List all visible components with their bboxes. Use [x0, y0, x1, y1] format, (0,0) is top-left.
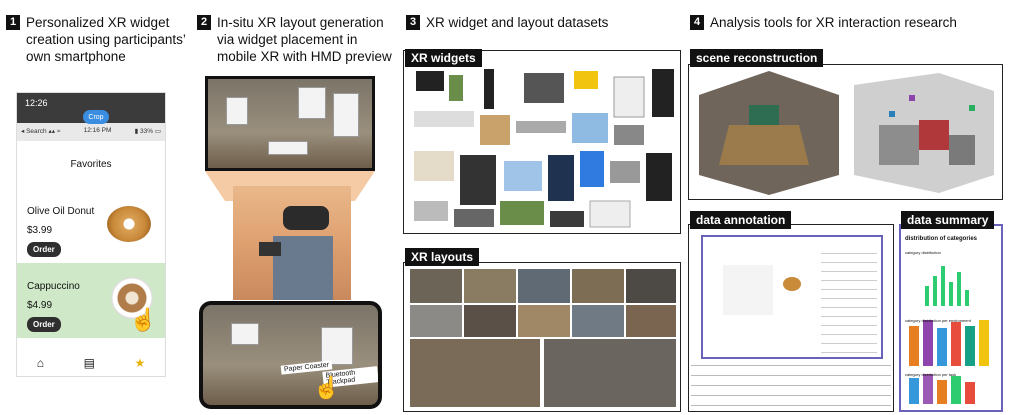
phone-tab-bar: ⌂ ▤ ★ — [17, 350, 165, 376]
xr-widgets-panel — [403, 50, 681, 234]
toolbar-left: ◂ Search ▴▴ ≈ — [21, 128, 61, 135]
scene-reconstruction-label: scene reconstruction — [690, 49, 824, 67]
item-price: $4.99 — [27, 300, 53, 311]
data-summary-label: data summary — [901, 211, 995, 229]
pointer-hand-icon: ☝ — [313, 375, 341, 400]
step-4-text: Analysis tools for XR interaction resear… — [710, 15, 957, 30]
widget-card — [268, 141, 308, 155]
step-3-text: XR widget and layout datasets — [426, 15, 609, 30]
widget-note — [321, 327, 353, 365]
summary-chart-title: distribution of categories — [905, 236, 978, 242]
widget-note — [226, 97, 248, 125]
mini-phone-widget — [723, 265, 773, 315]
pages-icon[interactable]: ▤ — [83, 356, 95, 370]
widget-note — [231, 323, 259, 345]
xr-layouts-label: XR layouts — [405, 248, 480, 266]
pointer-hand-icon: ☝ — [129, 307, 157, 332]
favorites-title: Favorites — [70, 159, 112, 170]
scene-reconstruction-images — [699, 71, 994, 195]
item-name: Olive Oil Donut — [27, 206, 95, 217]
step-2-number: 2 — [197, 15, 211, 30]
headset-shape — [283, 206, 329, 230]
data-annotation-panel — [688, 224, 894, 412]
crop-button[interactable]: Crop — [83, 110, 109, 124]
annotation-table — [691, 365, 891, 409]
item-price: $3.99 — [27, 225, 53, 236]
summary-subtitle-2: category distribution per environment — [905, 318, 971, 323]
data-summary-panel: distribution of categories category dist… — [899, 224, 1003, 412]
mobile-xr-screen: Paper Coaster Bluetooth Trackpad ☝ — [199, 301, 382, 409]
step-2-title: 2 In-situ XR layout generation via widge… — [197, 14, 392, 65]
item-name: Cappuccino — [27, 281, 80, 292]
step-1-text: Personalized XR widget creation using pa… — [26, 15, 186, 64]
participant-photo — [233, 186, 351, 300]
cappuccino-image — [111, 277, 153, 319]
toolbar-right: ▮ 33% ▭ — [134, 128, 161, 135]
summary-subtitle-1: category distribution — [905, 250, 941, 255]
field-lines — [821, 253, 877, 353]
phone-screenshot: 12:26 ◂ Search ▴▴ ≈ 12:16 PM ▮ 33% ▭ Fav… — [16, 92, 166, 377]
star-icon[interactable]: ★ — [134, 356, 146, 370]
order-button[interactable]: Order — [27, 317, 61, 332]
annotation-form — [701, 235, 883, 359]
step-1-number: 1 — [6, 15, 20, 30]
donut-image — [107, 206, 151, 242]
data-annotation-label: data annotation — [690, 211, 792, 229]
widget-note — [298, 87, 326, 119]
step-4-number: 4 — [690, 15, 704, 30]
summary-subtitle-3: category distribution per task — [905, 372, 957, 377]
phone-time: 12:26 — [25, 98, 48, 108]
menu-item-cappuccino: Cappuccino $4.99 Order ☝ — [17, 263, 165, 338]
summary-charts — [909, 266, 989, 404]
xr-widgets-label: XR widgets — [405, 49, 482, 67]
shirt-shape — [273, 236, 333, 300]
layout-thumbnails — [410, 269, 676, 407]
step-1-title: 1 Personalized XR widget creation using … — [6, 14, 186, 65]
step-4-title: 4 Analysis tools for XR interaction rese… — [690, 14, 957, 31]
toolbar-time: 12:16 PM — [83, 127, 112, 134]
hmd-preview-image — [205, 76, 375, 171]
home-icon[interactable]: ⌂ — [36, 356, 45, 370]
step-3-title: 3 XR widget and layout datasets — [406, 14, 608, 31]
menu-item-donut: Olive Oil Donut $3.99 Order — [17, 188, 165, 263]
phone-toolbar: ◂ Search ▴▴ ≈ 12:16 PM ▮ 33% ▭ — [17, 123, 165, 141]
phone-in-hand — [259, 242, 281, 256]
step-3-number: 3 — [406, 15, 420, 30]
widget-note — [333, 93, 359, 137]
scene-reconstruction-panel — [688, 64, 1003, 200]
mini-donut-image — [783, 277, 801, 291]
step-2-text: In-situ XR layout generation via widget … — [217, 15, 392, 64]
widget-thumbnails — [414, 69, 674, 228]
order-button[interactable]: Order — [27, 242, 61, 257]
xr-layouts-panel — [403, 262, 681, 412]
